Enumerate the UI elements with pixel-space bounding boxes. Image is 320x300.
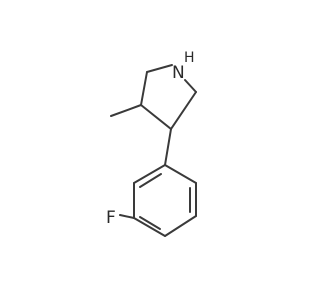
bond-ar4-ar5 [133, 217, 166, 237]
nitrogen-atom-label: N [172, 63, 185, 83]
canvas: N H F [106, 50, 197, 237]
bond-aromatic-inner-3 [139, 173, 162, 188]
hydrogen-atom-label: H [184, 50, 195, 66]
bond-ar3-ar4 [164, 215, 197, 237]
bond-n-c5 [184, 79, 197, 93]
fluorine-atom-label: F [106, 208, 116, 228]
bond-ar5-fluorine [119, 214, 135, 219]
bond-ar6-ar1 [133, 164, 166, 184]
bond-c3-c2 [140, 71, 148, 106]
bond-c5-c4 [170, 91, 197, 130]
bond-ar1-ar2 [164, 164, 197, 184]
molecule-structure: N H F [106, 50, 197, 237]
bond-aromatic-inner-2 [139, 216, 161, 230]
bond-c2-n [146, 64, 173, 73]
bond-c3-methyl [110, 104, 142, 117]
bond-c4-c3 [140, 104, 172, 130]
bond-c4-phenyl [164, 128, 172, 166]
